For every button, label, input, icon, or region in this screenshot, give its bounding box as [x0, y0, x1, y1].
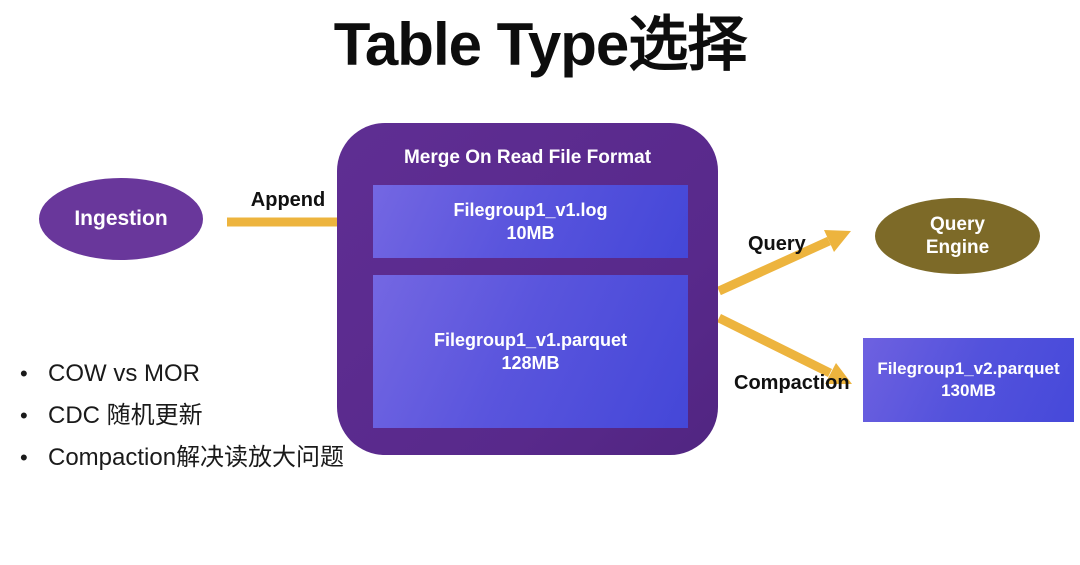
file-name: Filegroup1_v1.log: [453, 199, 608, 220]
query-engine-label: Query Engine: [925, 214, 990, 258]
merge-on-read-container: Merge On Read File Format Filegroup1_v1.…: [337, 123, 718, 455]
compaction-arrow-label: Compaction: [734, 372, 850, 394]
file-size: 10MB: [506, 222, 555, 243]
file-size: 130MB: [941, 381, 996, 400]
append-arrow-label: Append: [250, 189, 326, 211]
page-title: Table Type选择: [333, 11, 748, 78]
list-item: CDC 随机更新: [16, 402, 344, 430]
list-item: Compaction解决读放大问题: [16, 444, 344, 472]
file-box-log: Filegroup1_v1.log 10MB: [373, 185, 688, 258]
notes-list: COW vs MOR CDC 随机更新 Compaction解决读放大问题: [16, 360, 344, 486]
merge-on-read-title: Merge On Read File Format: [403, 147, 652, 168]
file-name: Filegroup1_v2.parquet: [877, 359, 1060, 378]
query-engine-node: Query Engine: [875, 198, 1040, 274]
ingestion-node: Ingestion: [39, 178, 203, 260]
file-name: Filegroup1_v1.parquet: [433, 329, 628, 350]
query-arrow-label: Query: [748, 233, 806, 255]
compacted-file-box: Filegroup1_v2.parquet 130MB: [863, 338, 1074, 422]
file-box-parquet: Filegroup1_v1.parquet 128MB: [373, 275, 688, 428]
list-item: COW vs MOR: [16, 360, 344, 388]
file-size: 128MB: [501, 352, 560, 373]
ingestion-label: Ingestion: [74, 207, 168, 230]
